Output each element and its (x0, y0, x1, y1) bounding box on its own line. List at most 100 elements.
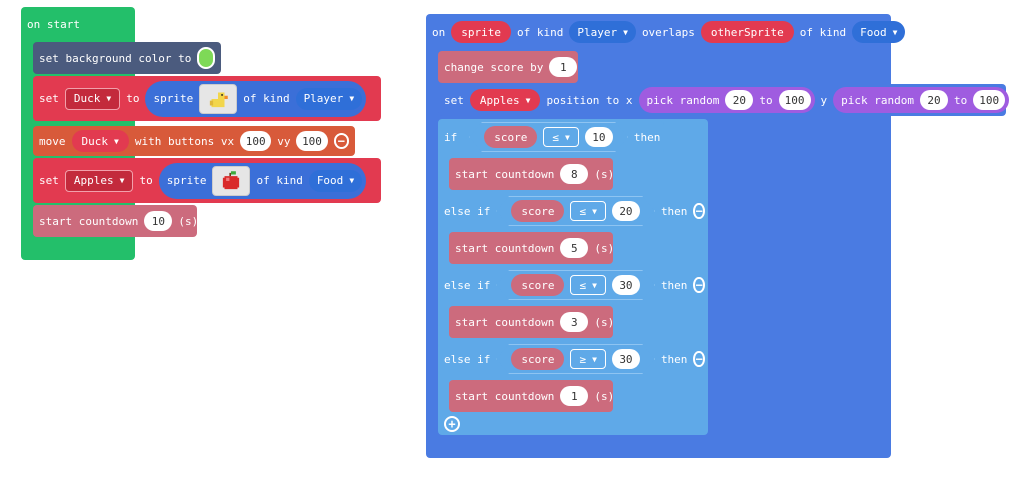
y-min-input[interactable]: 20 (920, 90, 949, 110)
comparison-value-input[interactable]: 10 (584, 127, 613, 147)
else-if-label: else if (444, 204, 491, 218)
kind-food-dropdown[interactable]: Food▼ (308, 169, 363, 192)
operator-dropdown[interactable]: ≤▼ (543, 127, 579, 147)
background-color-swatch[interactable] (197, 47, 215, 69)
x-max-input[interactable]: 100 (778, 90, 811, 110)
y-max-input[interactable]: 100 (973, 90, 1006, 110)
else-if-branch-row: else if score ≥▼ 30 then − (438, 343, 708, 375)
change-score-input[interactable]: 1 (549, 57, 578, 77)
change-score-block[interactable]: change score by 1 (438, 51, 578, 83)
apple-icon (223, 170, 240, 189)
on-start-header: on start (27, 18, 80, 31)
to-label: to (126, 92, 140, 105)
seconds-unit-label: (s) (594, 315, 615, 329)
vx-input[interactable]: 100 (240, 131, 272, 151)
vy-input[interactable]: 100 (296, 131, 328, 151)
countdown-input[interactable]: 8 (560, 164, 589, 184)
of-kind-label: of kind (517, 25, 564, 39)
on-label: on (432, 25, 446, 39)
other-sprite-param-pill[interactable]: otherSprite (700, 21, 794, 43)
chevron-down-icon: ▼ (525, 95, 531, 105)
operator-dropdown[interactable]: ≤▼ (570, 275, 606, 295)
duck-icon (210, 92, 228, 107)
comparison-value-input[interactable]: 30 (611, 275, 640, 295)
comparison-block[interactable]: score ≤▼ 20 (496, 196, 655, 226)
countdown-input[interactable]: 3 (560, 312, 589, 332)
chevron-down-icon: ▼ (565, 132, 570, 142)
score-variable-pill[interactable]: score (484, 126, 538, 148)
start-countdown-label: start countdown (455, 241, 555, 255)
with-buttons-label: with buttons vx (134, 134, 235, 148)
chevron-down-icon: ▼ (349, 94, 355, 103)
y-label: y (820, 93, 828, 107)
countdown-input[interactable]: 10 (144, 211, 173, 231)
chevron-down-icon: ▼ (592, 206, 597, 216)
operator-dropdown[interactable]: ≥▼ (570, 349, 606, 369)
to-label: to (139, 174, 153, 187)
set-position-block[interactable]: set Apples▼ position to x pick random 20… (438, 84, 1010, 116)
countdown-input[interactable]: 5 (560, 238, 589, 258)
x-min-input[interactable]: 20 (725, 90, 754, 110)
start-countdown-block[interactable]: start countdown 10 (s) (33, 205, 199, 237)
set-apples-block[interactable]: set Apples▼ to sprite of kind Food▼ (33, 158, 381, 203)
comparison-block[interactable]: score ≥▼ 30 (496, 344, 655, 374)
apples-variable-dropdown[interactable]: Apples▼ (469, 89, 541, 111)
remove-branch-minus-icon[interactable]: − (693, 203, 705, 219)
duck-variable-dropdown[interactable]: Duck▼ (64, 87, 121, 110)
to-label: to (759, 93, 773, 107)
collapse-minus-icon[interactable]: − (333, 133, 350, 149)
remove-branch-minus-icon[interactable]: − (693, 351, 705, 367)
start-countdown-block[interactable]: start countdown 8 (s) (449, 158, 615, 190)
score-variable-pill[interactable]: score (511, 348, 565, 370)
else-if-branch-row: else if score ≤▼ 20 then − (438, 195, 708, 227)
set-label: set (39, 92, 59, 105)
pick-random-label: pick random (841, 93, 915, 107)
pick-random-x-block[interactable]: pick random 20 to 100 (638, 87, 815, 113)
else-if-label: else if (444, 352, 491, 366)
comparison-value-input[interactable]: 30 (611, 349, 640, 369)
pick-random-y-block[interactable]: pick random 20 to 100 (833, 87, 1010, 113)
seconds-unit-label: (s) (594, 167, 615, 181)
operator-dropdown[interactable]: ≤▼ (570, 201, 606, 221)
kind-player-dropdown[interactable]: Player▼ (569, 21, 636, 43)
sprite-label: sprite (166, 174, 207, 187)
score-variable-pill[interactable]: score (511, 274, 565, 296)
chevron-down-icon: ▼ (106, 94, 112, 103)
chevron-down-icon: ▼ (623, 27, 628, 37)
sprite-create-block[interactable]: sprite of kind Player▼ (145, 80, 367, 117)
move-duck-block[interactable]: move Duck▼ with buttons vx 100 vy 100 − (33, 126, 355, 156)
chevron-down-icon: ▼ (592, 280, 597, 290)
comparison-block[interactable]: score ≤▼ 10 (469, 122, 628, 152)
comparison-block[interactable]: score ≤▼ 30 (496, 270, 655, 300)
then-label: then (660, 352, 688, 366)
seconds-unit-label: (s) (178, 214, 199, 228)
set-background-color-block[interactable]: set background color to (33, 42, 221, 74)
chevron-down-icon: ▼ (119, 176, 125, 185)
seconds-unit-label: (s) (594, 389, 615, 403)
then-label: then (660, 204, 688, 218)
vy-label: vy (277, 134, 291, 148)
start-countdown-block[interactable]: start countdown 5 (s) (449, 232, 614, 264)
set-duck-block[interactable]: set Duck▼ to sprite of kind Player▼ (33, 76, 381, 121)
remove-branch-minus-icon[interactable]: − (693, 277, 705, 293)
of-kind-label: of kind (256, 174, 303, 187)
of-kind-label: of kind (243, 92, 290, 105)
sprite-create-block[interactable]: sprite of kind Food▼ (158, 162, 367, 199)
duck-image-thumbnail[interactable] (199, 83, 238, 114)
sprite-param-pill[interactable]: sprite (451, 21, 511, 43)
kind-food-dropdown[interactable]: Food▼ (852, 21, 906, 43)
chevron-down-icon: ▼ (592, 354, 597, 364)
kind-player-dropdown[interactable]: Player▼ (295, 87, 363, 110)
apples-variable-dropdown[interactable]: Apples▼ (64, 169, 134, 192)
comparison-value-input[interactable]: 20 (611, 201, 640, 221)
chevron-down-icon: ▼ (349, 176, 355, 185)
start-countdown-block[interactable]: start countdown 1 (s) (449, 380, 615, 412)
duck-move-dropdown[interactable]: Duck▼ (71, 130, 129, 152)
apple-image-thumbnail[interactable] (212, 165, 251, 196)
if-label: if (444, 130, 458, 144)
score-variable-pill[interactable]: score (511, 200, 565, 222)
start-countdown-block[interactable]: start countdown 3 (s) (449, 306, 615, 338)
move-label: move (39, 134, 66, 148)
countdown-input[interactable]: 1 (560, 386, 589, 406)
add-branch-plus-icon[interactable]: + (444, 416, 460, 432)
